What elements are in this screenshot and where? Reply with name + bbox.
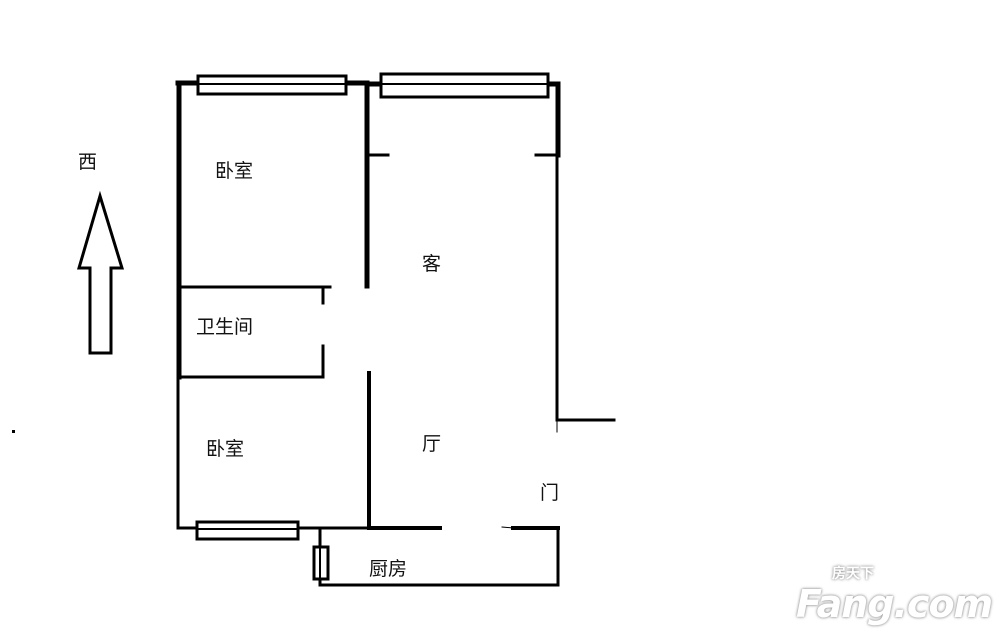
arrow-up-icon [77, 190, 125, 355]
watermark-cn: 房天下 [832, 566, 874, 582]
room-label-bedroom-top: 卧室 [215, 160, 253, 182]
window-bottom-left [195, 520, 300, 541]
room-label-bathroom: 卫生间 [196, 316, 253, 338]
room-label-kitchen: 厨房 [369, 558, 407, 580]
room-label-door: 门 [540, 482, 559, 504]
room-label-bedroom-bottom: 卧室 [206, 438, 244, 460]
compass-label: 西 [78, 151, 97, 173]
watermark-brand: Fang.com [796, 582, 993, 626]
stray-dot [12, 430, 15, 433]
window-top-right [379, 72, 550, 99]
wall-bottom-right-thin [501, 526, 514, 529]
watermark-logo: 房天下 Fang.com [796, 566, 993, 626]
room-label-living-1: 客 [422, 253, 441, 275]
room-label-living-2: 厅 [422, 433, 441, 455]
